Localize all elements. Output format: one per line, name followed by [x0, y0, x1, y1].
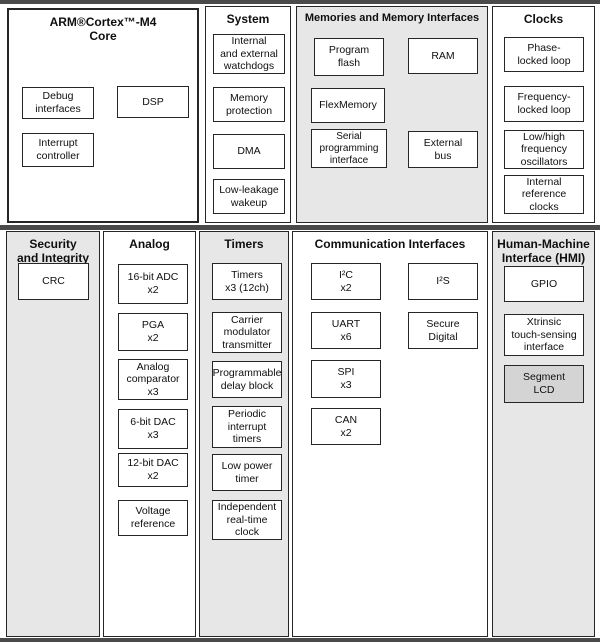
block-memory-protection: Memory protection — [213, 87, 285, 122]
block-crc: CRC — [18, 263, 89, 300]
block-gpio: GPIO — [504, 266, 584, 302]
block-analog-comparator: Analog comparator x3 — [118, 359, 188, 400]
panel-analog: Analog 16-bit ADC x2 PGA x2 Analog compa… — [103, 231, 196, 637]
panel-security-and-integrity: Security and Integrity CRC — [6, 231, 100, 637]
bottom-divider-bar — [0, 638, 600, 642]
block-16bit-adc: 16-bit ADC x2 — [118, 264, 188, 304]
block-dma: DMA — [213, 134, 285, 169]
block-independent-real-time-clock: Independent real-time clock — [212, 500, 282, 540]
panel-communication-interfaces: Communication Interfaces I²C x2 I²S UART… — [292, 231, 488, 637]
middle-divider-bar — [0, 225, 600, 230]
panel-header-system: System — [226, 12, 270, 26]
block-voltage-reference: Voltage reference — [118, 500, 188, 536]
block-spi: SPI x3 — [311, 360, 381, 398]
panel-header-timers: Timers — [224, 237, 264, 251]
panel-system: System Internal and external watchdogs M… — [205, 6, 291, 223]
panel-header-arm-cortex-m4-core: ARM®Cortex™-M4 Core — [49, 15, 157, 44]
block-low-power-timer: Low power timer — [212, 454, 282, 491]
block-programmable-delay-block: Programmable delay block — [212, 361, 282, 398]
panel-arm-cortex-m4-core: ARM®Cortex™-M4 Core Debug interfaces DSP… — [7, 8, 199, 223]
block-phase-locked-loop: Phase- locked loop — [504, 37, 584, 72]
panel-human-machine-interface: Human-Machine Interface (HMI) GPIO Xtrin… — [492, 231, 595, 637]
panel-header-analog: Analog — [129, 237, 170, 251]
block-dsp: DSP — [117, 86, 189, 118]
block-flexmemory: FlexMemory — [311, 88, 385, 123]
panel-header-memories: Memories and Memory Interfaces — [304, 12, 480, 24]
block-segment-lcd: Segment LCD — [504, 365, 584, 403]
block-i2s: I²S — [408, 263, 478, 300]
block-can: CAN x2 — [311, 408, 381, 445]
block-12bit-dac: 12-bit DAC x2 — [118, 453, 188, 487]
block-internal-reference-clocks: Internal reference clocks — [504, 175, 584, 214]
block-uart: UART x6 — [311, 312, 381, 349]
block-program-flash: Program flash — [314, 38, 384, 76]
panel-clocks: Clocks Phase- locked loop Frequency- loc… — [492, 6, 595, 223]
top-divider-bar — [0, 0, 600, 4]
block-6bit-dac: 6-bit DAC x3 — [118, 409, 188, 449]
block-external-bus: External bus — [408, 131, 478, 168]
block-debug-interfaces: Debug interfaces — [22, 87, 94, 119]
block-ram: RAM — [408, 38, 478, 74]
block-secure-digital: Secure Digital — [408, 312, 478, 349]
panel-memories-and-memory-interfaces: Memories and Memory Interfaces Program f… — [296, 6, 488, 223]
block-low-leakage-wakeup: Low-leakage wakeup — [213, 179, 285, 214]
panel-timers: Timers Timers x3 (12ch) Carrier modulato… — [199, 231, 289, 637]
panel-header-clocks: Clocks — [523, 12, 564, 26]
block-timers-x3: Timers x3 (12ch) — [212, 263, 282, 300]
block-frequency-locked-loop: Frequency- locked loop — [504, 86, 584, 122]
panel-header-hmi: Human-Machine Interface (HMI) — [497, 237, 590, 266]
panel-header-communication-interfaces: Communication Interfaces — [314, 237, 466, 251]
block-internal-external-watchdogs: Internal and external watchdogs — [213, 34, 285, 74]
block-xtrinsic-touch-sensing-interface: Xtrinsic touch-sensing interface — [504, 314, 584, 356]
block-low-high-frequency-oscillators: Low/high frequency oscillators — [504, 130, 584, 169]
panel-header-security: Security and Integrity — [16, 237, 89, 266]
block-serial-programming-interface: Serial programming interface — [311, 129, 387, 168]
block-i2c: I²C x2 — [311, 263, 381, 300]
block-interrupt-controller: Interrupt controller — [22, 133, 94, 167]
block-pga: PGA x2 — [118, 313, 188, 351]
block-periodic-interrupt-timers: Periodic interrupt timers — [212, 406, 282, 448]
block-carrier-modulator-transmitter: Carrier modulator transmitter — [212, 312, 282, 353]
